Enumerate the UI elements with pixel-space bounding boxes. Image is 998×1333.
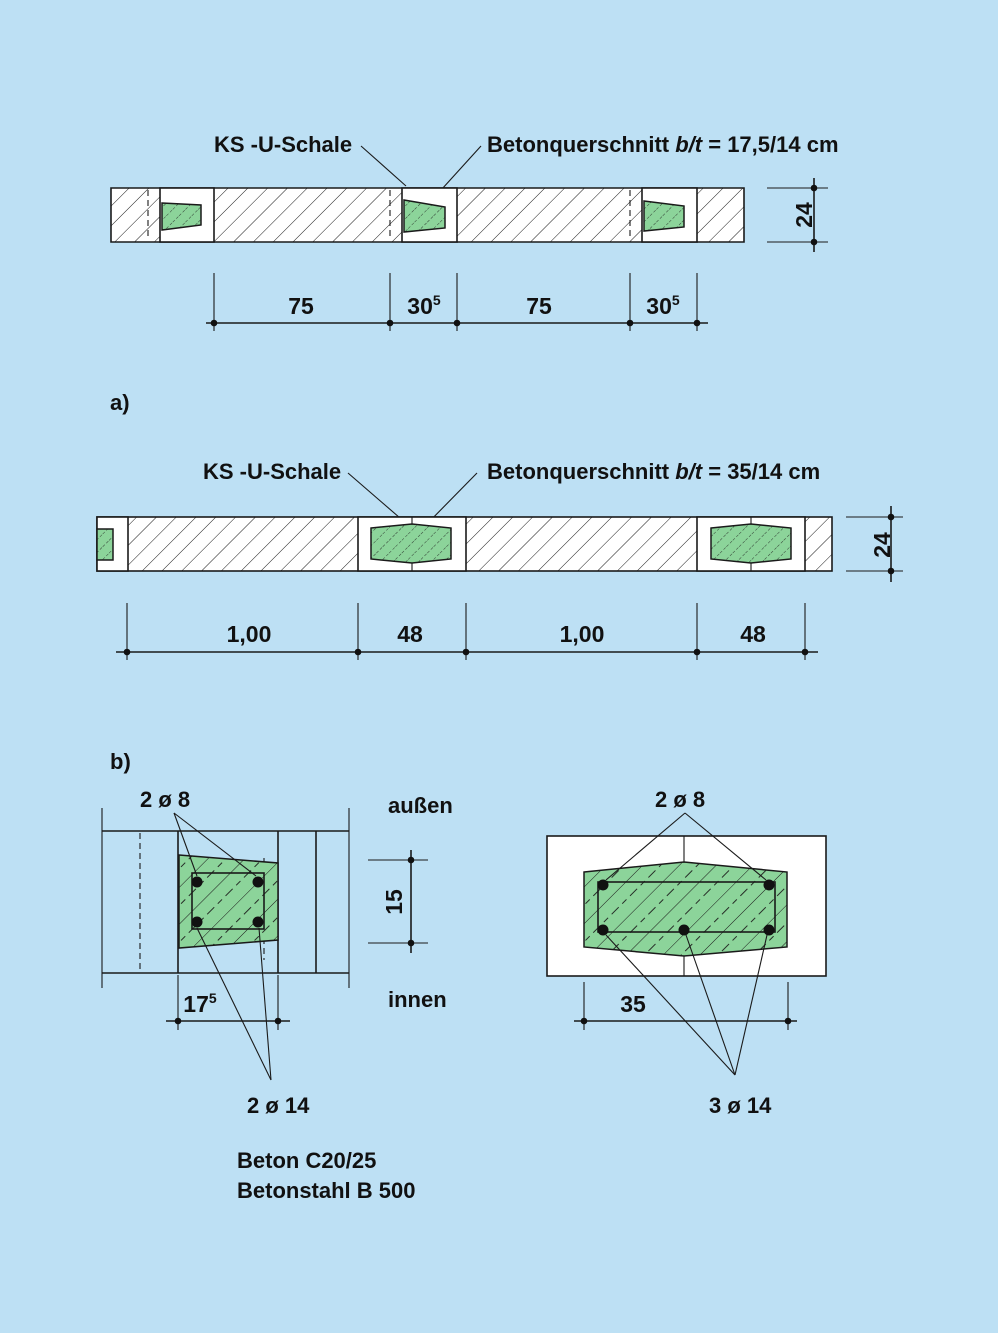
b-right-bar-bottom-2 — [678, 924, 690, 936]
b-right-bar-top-1 — [597, 879, 609, 891]
a-shell-label: KS -U-Schale — [203, 459, 341, 484]
top-concrete-core-3 — [643, 200, 685, 232]
b-right-width-label: 35 — [620, 991, 646, 1017]
detail-b: b) 2 ø 8 außen innen — [101, 749, 827, 1203]
top-concrete-core-2 — [403, 199, 446, 233]
top-shell-label: KS -U-Schale — [214, 132, 352, 157]
a-dim-1-00-b: 1,00 — [560, 621, 605, 647]
b-right-concrete — [583, 861, 788, 957]
b-left-section: 2 ø 8 außen innen 2 ø 14 — [101, 787, 453, 1118]
top-dim-75-a: 75 — [288, 293, 314, 319]
top-dim-75-b: 75 — [526, 293, 552, 319]
b-left-bar-top-2 — [252, 876, 264, 888]
outside-label: außen — [388, 793, 453, 818]
b-left-stirrup — [191, 872, 265, 930]
b-left-bar-top-1 — [191, 876, 203, 888]
top-section-label: Betonquerschnitt b/t = 17,5/14 cm — [487, 132, 839, 157]
a-concrete-core-1 — [370, 523, 452, 564]
b-right-bar-bottom-1 — [597, 924, 609, 936]
top-dim-30-5-a: 305 — [407, 292, 441, 319]
plan-a: a) KS -U-Schale Betonquerschnitt b/t = 3… — [96, 390, 903, 660]
inside-label: innen — [388, 987, 447, 1012]
a-dim-1-00-a: 1,00 — [227, 621, 272, 647]
b-right-bar-bottom-3 — [763, 924, 775, 936]
b-right-bottom-bars-label: 3 ø 14 — [709, 1093, 772, 1118]
a-section-label: Betonquerschnitt b/t = 35/14 cm — [487, 459, 820, 484]
b-right-section: 2 ø 8 3 ø 14 35 — [546, 787, 827, 1118]
a-shell-leader — [347, 472, 401, 519]
b-left-top-bars-label: 2 ø 8 — [140, 787, 190, 812]
b-left-width-label: 175 — [183, 990, 217, 1017]
b-right-bar-top-2 — [763, 879, 775, 891]
top-plan: KS -U-Schale Betonquerschnitt b/t = 17,5… — [110, 132, 839, 331]
a-concrete-core-0 — [96, 528, 114, 561]
steel-grade-label: Betonstahl B 500 — [237, 1178, 416, 1203]
marker-b: b) — [110, 749, 131, 774]
marker-a: a) — [110, 390, 130, 415]
top-shell-leader — [360, 145, 407, 187]
a-thickness-label: 24 — [869, 532, 895, 558]
b-left-height-label: 15 — [381, 889, 407, 915]
a-concrete-core-2 — [710, 523, 792, 564]
top-concrete-core-1 — [161, 202, 202, 231]
top-thickness-label: 24 — [791, 202, 817, 228]
b-right-top-bars-label: 2 ø 8 — [655, 787, 705, 812]
a-dim-48-a: 48 — [397, 621, 423, 647]
a-dim-48-b: 48 — [740, 621, 766, 647]
b-left-bar-bottom-2 — [252, 916, 264, 928]
b-left-bar-bottom-1 — [191, 916, 203, 928]
concrete-grade-label: Beton C20/25 — [237, 1148, 376, 1173]
b-left-bottom-bars-label: 2 ø 14 — [247, 1093, 310, 1118]
top-dim-30-5-b: 305 — [646, 292, 680, 319]
